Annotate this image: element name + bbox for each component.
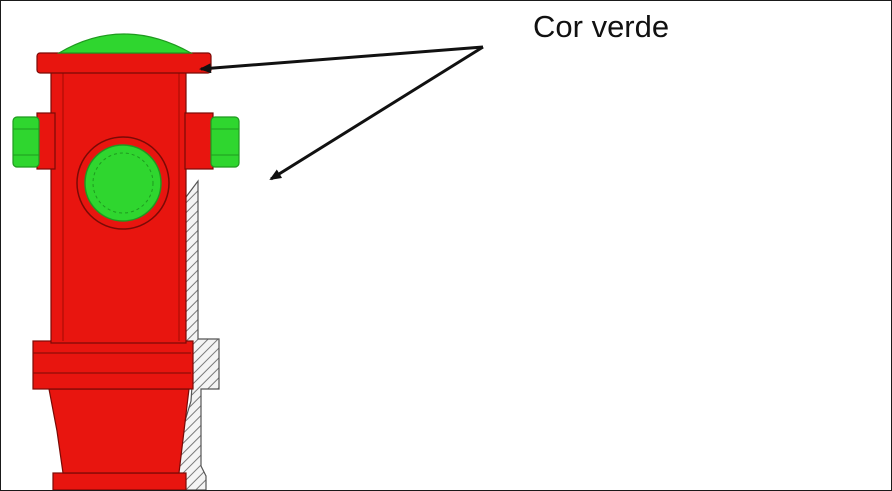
base-flange [52,472,187,490]
left-outlet-body [36,112,56,170]
top-flange [36,52,212,74]
lower-cone [48,388,190,474]
left-outlet-cap [12,116,40,168]
right-outlet-cap [210,116,240,168]
lower-collar [32,340,194,390]
front-outlet-cap [84,144,162,222]
annotation-label: Cor verde [533,9,670,44]
arrow-to-side-outlet [269,45,484,181]
right-outlet-body [184,112,214,170]
arrow-to-top-cap [199,45,484,74]
dome-cap [56,33,194,54]
